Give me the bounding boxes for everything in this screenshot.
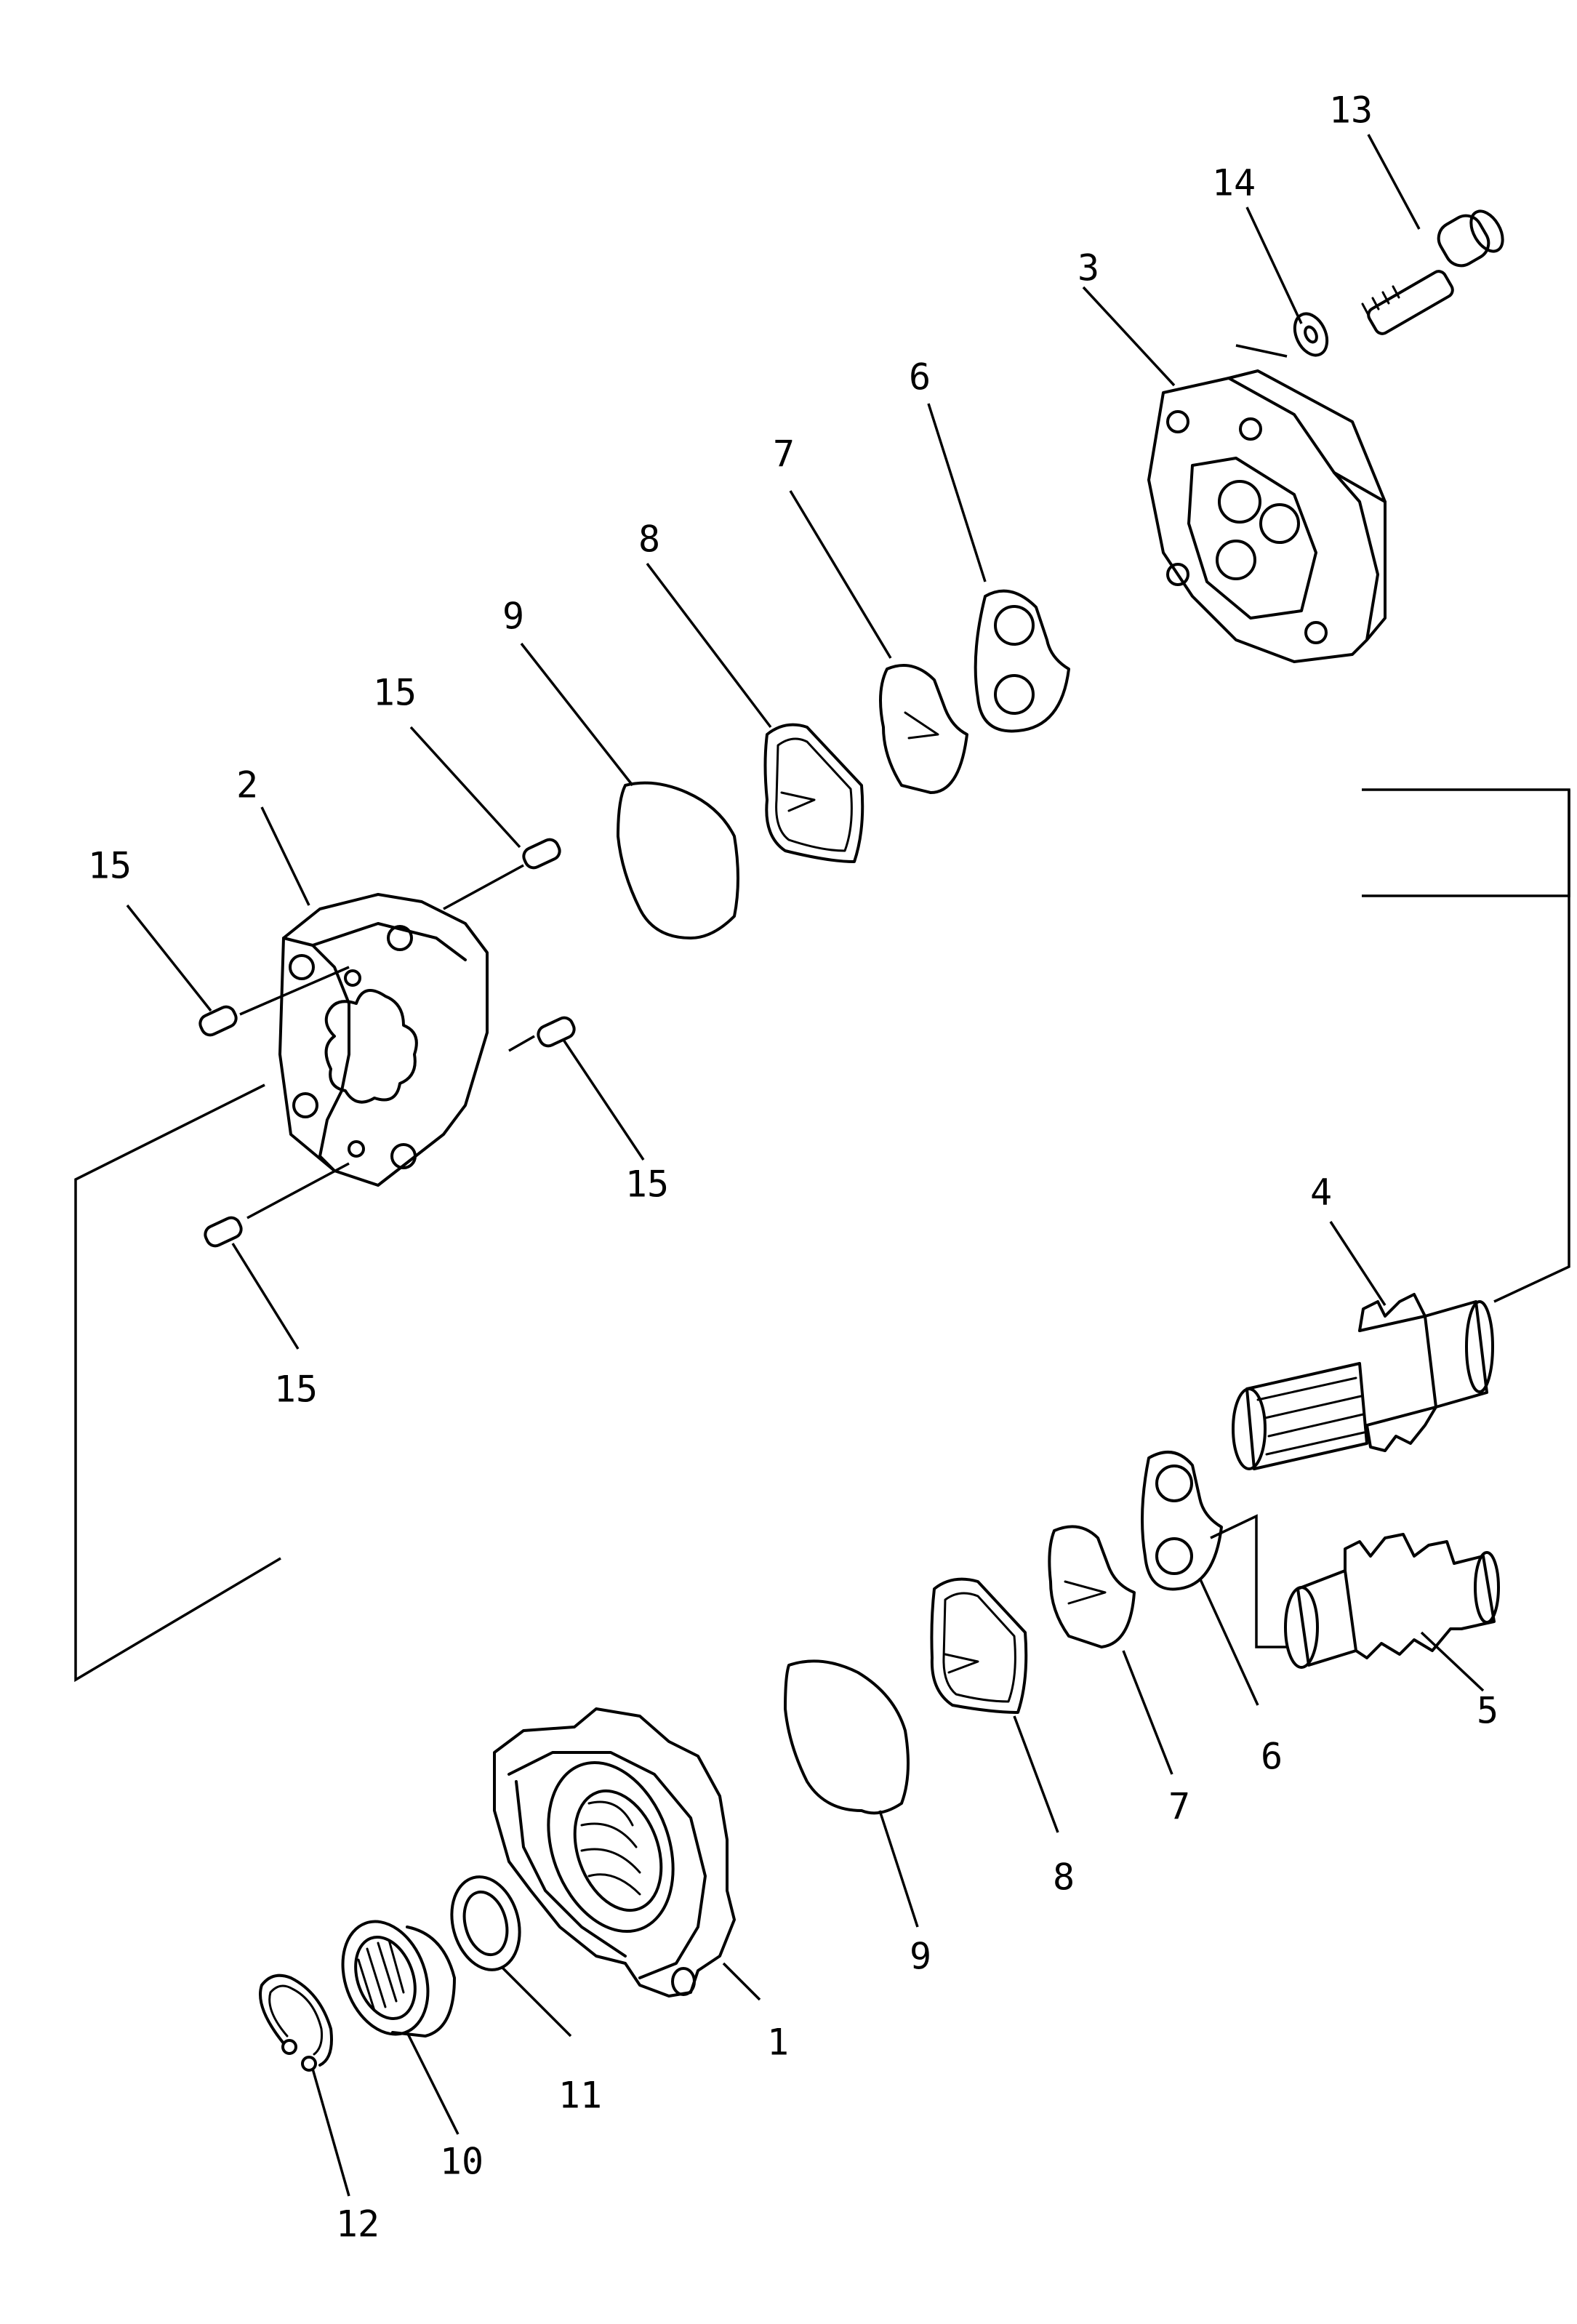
part-5-driven-gear: [1284, 1533, 1500, 1669]
callout-9-top: 9: [502, 596, 524, 638]
leader-15-d-to-body: [246, 1162, 350, 1219]
leader-8-bot: [1013, 1715, 1059, 1833]
leader-6-top: [927, 403, 987, 582]
callout-11: 11: [558, 2075, 602, 2117]
part-4-drive-gear-shaft: [1232, 1293, 1494, 1470]
leader-12: [311, 2068, 350, 2197]
leader-7-top: [789, 490, 892, 659]
leader-1: [722, 1962, 761, 2001]
leader-5: [1420, 1631, 1485, 1692]
leader-9-bot: [878, 1810, 919, 1928]
part-8-upper-seal: [763, 723, 864, 863]
callout-8-top: 8: [638, 518, 660, 561]
leader-4: [1329, 1221, 1387, 1306]
leader-9-top: [520, 642, 634, 787]
leader-15-b-to-body: [239, 966, 350, 1016]
leader-6-bot: [1198, 1577, 1259, 1706]
leader-15-a: [409, 726, 521, 849]
part-15-dowel-pin-c: [537, 1016, 576, 1048]
leader-lines: [126, 134, 1485, 2197]
leader-11: [500, 1966, 572, 2037]
frame-gear-bracket: [1210, 1514, 1287, 1648]
frame-right-upper: [1362, 788, 1570, 897]
part-15-dowel-pin-a: [522, 838, 561, 870]
callout-15-d: 15: [274, 1369, 318, 1411]
leader-10: [406, 2032, 460, 2135]
part-14-washer: [1293, 312, 1329, 357]
callout-15-a: 15: [373, 672, 417, 714]
callout-8-bot: 8: [1053, 1856, 1075, 1899]
leader-3-to-washer: [1235, 344, 1288, 358]
assembly-frame-lines: [74, 788, 1570, 1683]
leader-15-a-to-body: [443, 864, 524, 910]
callout-7-bot: 7: [1168, 1786, 1190, 1828]
part-7-upper-plate: [879, 664, 968, 794]
part-1-front-housing: [493, 1707, 736, 1998]
leader-15-d: [231, 1243, 300, 1350]
part-15-dowel-pin-b: [198, 1005, 238, 1037]
leader-13: [1367, 134, 1421, 230]
callout-5: 5: [1477, 1690, 1498, 1732]
part-7-lower-plate: [1048, 1525, 1136, 1648]
leader-7-bot: [1122, 1650, 1173, 1775]
part-15-dowel-pin-d: [204, 1216, 243, 1248]
callout-13: 13: [1329, 89, 1373, 132]
leader-15-b: [126, 904, 212, 1012]
part-9-upper-gasket: [617, 781, 739, 939]
callout-6-top: 6: [909, 356, 931, 398]
part-10-bearing: [341, 1920, 456, 2037]
leader-8-top: [646, 562, 772, 729]
callout-1: 1: [767, 2022, 789, 2064]
callout-15-b: 15: [88, 845, 132, 887]
part-11-washer: [450, 1875, 521, 1971]
leader-2: [260, 806, 310, 906]
part-6-upper-plate: [974, 589, 1070, 733]
callout-3: 3: [1078, 247, 1099, 289]
part-12-snap-ring: [259, 1974, 333, 2072]
callout-6-bot: 6: [1261, 1736, 1283, 1778]
part-6-lower-plate: [1141, 1451, 1223, 1591]
callout-4: 4: [1310, 1171, 1332, 1214]
callout-12: 12: [336, 2203, 380, 2245]
callout-15-c: 15: [625, 1163, 669, 1206]
part-3-rear-cover: [1147, 369, 1387, 663]
callout-2: 2: [236, 764, 258, 806]
part-13-bolt: [1361, 209, 1504, 335]
callout-7-top: 7: [773, 433, 795, 476]
part-8-lower-seal: [930, 1577, 1028, 1714]
part-2-body: [278, 893, 489, 1187]
part-9-lower-gasket: [784, 1659, 910, 1815]
frame-left: [74, 1083, 281, 1683]
leader-15-c-to-body: [508, 1035, 535, 1052]
frame-right-to-shaft: [1493, 790, 1570, 1303]
callout-labels: 13 14 3 6 7 8 9 15 2 15 15 15 4 5 6 7 8 …: [88, 89, 1498, 2245]
callout-9-bot: 9: [910, 1936, 931, 1978]
leader-15-c: [562, 1039, 645, 1161]
leader-14: [1245, 207, 1303, 324]
callout-14: 14: [1212, 162, 1256, 204]
callout-10: 10: [440, 2141, 483, 2183]
leader-3: [1082, 286, 1176, 387]
